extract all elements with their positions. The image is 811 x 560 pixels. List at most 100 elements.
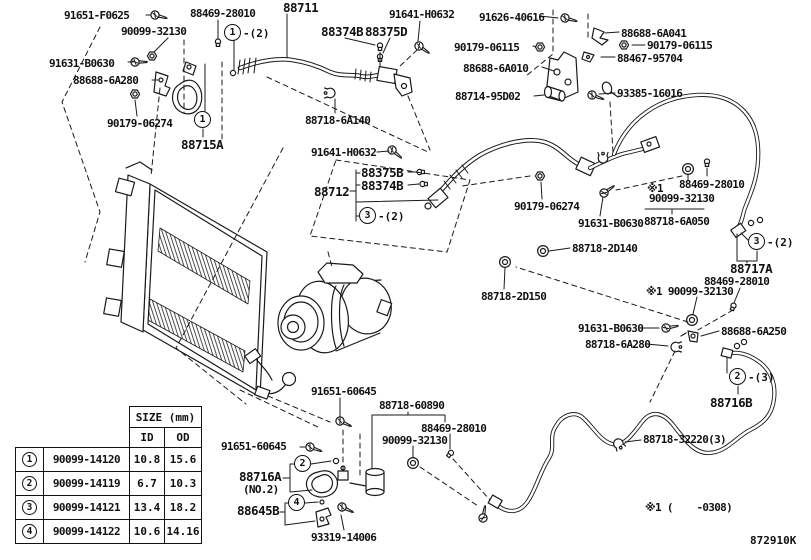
part-label: 90179-06274 <box>514 200 580 213</box>
part-label: 88717A <box>730 261 773 276</box>
callout-circle: 4 <box>288 494 305 511</box>
col-header-od: OD <box>164 427 202 448</box>
od-size-cell: 15.6 <box>164 447 202 472</box>
size-table-title: SIZE (mm) <box>129 406 202 428</box>
part-label: 88469-28010 <box>421 422 487 435</box>
col-header-id: ID <box>129 427 165 448</box>
screw-icon <box>149 9 169 23</box>
callout-circle: 3 <box>359 207 376 224</box>
tube-88717a <box>614 95 758 239</box>
part-label: 90179-06115 <box>647 39 713 52</box>
small-parts <box>153 27 699 528</box>
bracket-88688-6a280 <box>153 71 171 97</box>
cap-icon <box>703 158 711 167</box>
part-label: 88688-6A010 <box>463 62 529 75</box>
part-label: 88718-6A280 <box>585 338 651 351</box>
o-ring-icon <box>747 219 755 227</box>
od-size-cell: 18.2 <box>164 495 202 520</box>
part-label: 88375B <box>361 165 404 180</box>
screw-icon <box>586 89 606 104</box>
row-number-circle: 4 <box>22 524 37 539</box>
row-number-circle: 3 <box>22 500 37 515</box>
part-label: 88645B <box>237 503 280 518</box>
part-label: 88374B <box>361 178 404 193</box>
pipe-clamp-part <box>640 135 661 153</box>
screw-icon <box>660 321 680 334</box>
screw-icon <box>412 39 433 58</box>
row-number-circle: 1 <box>22 452 37 467</box>
part-label: 88718-2D150 <box>481 290 547 303</box>
part-number-cell: 90099-14122 <box>43 519 130 544</box>
callout-circle: 1 <box>194 111 211 128</box>
part-label: 88469-28010 <box>704 275 770 288</box>
part-label: 88469-28010 <box>190 7 256 20</box>
part-label: 88714-95D02 <box>455 90 521 103</box>
leader-lines <box>127 13 758 531</box>
part-label: ※1 90099-32130 <box>646 285 734 298</box>
od-size-cell: 14.16 <box>164 519 202 544</box>
part-label: 88718-32220(3) <box>643 433 727 446</box>
part-label: 88718-2D140 <box>572 242 638 255</box>
part-label: 91651-60645 <box>311 385 377 398</box>
part-label: 88718-6A140 <box>305 114 371 127</box>
diagram-code: 872910K <box>750 534 797 547</box>
screw-icon <box>477 504 490 524</box>
o-ring-icon <box>740 338 748 346</box>
collar-88714-95d02 <box>543 85 566 102</box>
part-label: 90099-32130 <box>382 434 448 447</box>
cap-icon <box>214 38 222 48</box>
dashed-lines <box>61 9 734 507</box>
part-number-cell: 90099-14121 <box>43 495 130 520</box>
callout-count: -(2) <box>767 236 794 249</box>
screw-icon <box>559 12 579 26</box>
part-label: 90179-06274 <box>107 117 173 130</box>
part-label: 91631-B0630 <box>578 217 644 230</box>
part-number-cell: 90099-14120 <box>43 447 130 472</box>
part-label: ※1 <box>647 182 664 195</box>
part-label: 88688-6A041 <box>621 27 687 40</box>
part-number-cell: 90099-14119 <box>43 471 130 496</box>
part-label: 91641-H0632 <box>311 146 377 159</box>
cap-icon <box>376 42 384 52</box>
screw-icon <box>597 181 618 200</box>
part-label: 88716B <box>710 395 753 410</box>
callout-count: -(2) <box>243 27 270 40</box>
cap-icon <box>445 448 456 459</box>
nut-icon <box>534 42 546 52</box>
id-size-cell: 13.4 <box>129 495 165 520</box>
footnote-text: ※1 ( -0308) <box>645 501 733 514</box>
tube-88716b <box>487 347 774 511</box>
nut-icon <box>618 40 630 50</box>
callout-circle: 2 <box>294 455 311 472</box>
hook-strap-88715a <box>171 79 203 115</box>
o-ring-icon <box>332 457 340 465</box>
row-number-circle: 2 <box>22 476 37 491</box>
screw-icon <box>333 414 354 431</box>
od-size-cell: 10.3 <box>164 471 202 496</box>
grommet-icon <box>685 314 699 326</box>
grommet-icon <box>536 245 550 257</box>
part-label: 91631-B0630 <box>49 57 115 70</box>
stud-icon <box>319 499 325 505</box>
switch-part <box>601 81 619 98</box>
part-label: 88467-95704 <box>617 52 683 65</box>
part-label: 88711 <box>283 0 319 15</box>
screw-icon <box>385 143 405 162</box>
fasteners <box>129 9 764 524</box>
part-label: 91641-H0632 <box>389 8 455 21</box>
part-label: (NO.2) <box>243 483 279 496</box>
nut-icon <box>146 51 158 61</box>
o-ring-icon <box>229 69 237 77</box>
part-label: 88688-6A280 <box>73 74 139 87</box>
callout-count: -(2) <box>378 210 405 223</box>
clamp-icon <box>670 341 683 353</box>
part-label: 90099-32130 <box>649 192 715 205</box>
callout-circle: 2 <box>729 368 746 385</box>
clamp-icon <box>323 87 336 99</box>
grommet-icon <box>681 163 695 175</box>
screw-icon <box>335 500 356 517</box>
